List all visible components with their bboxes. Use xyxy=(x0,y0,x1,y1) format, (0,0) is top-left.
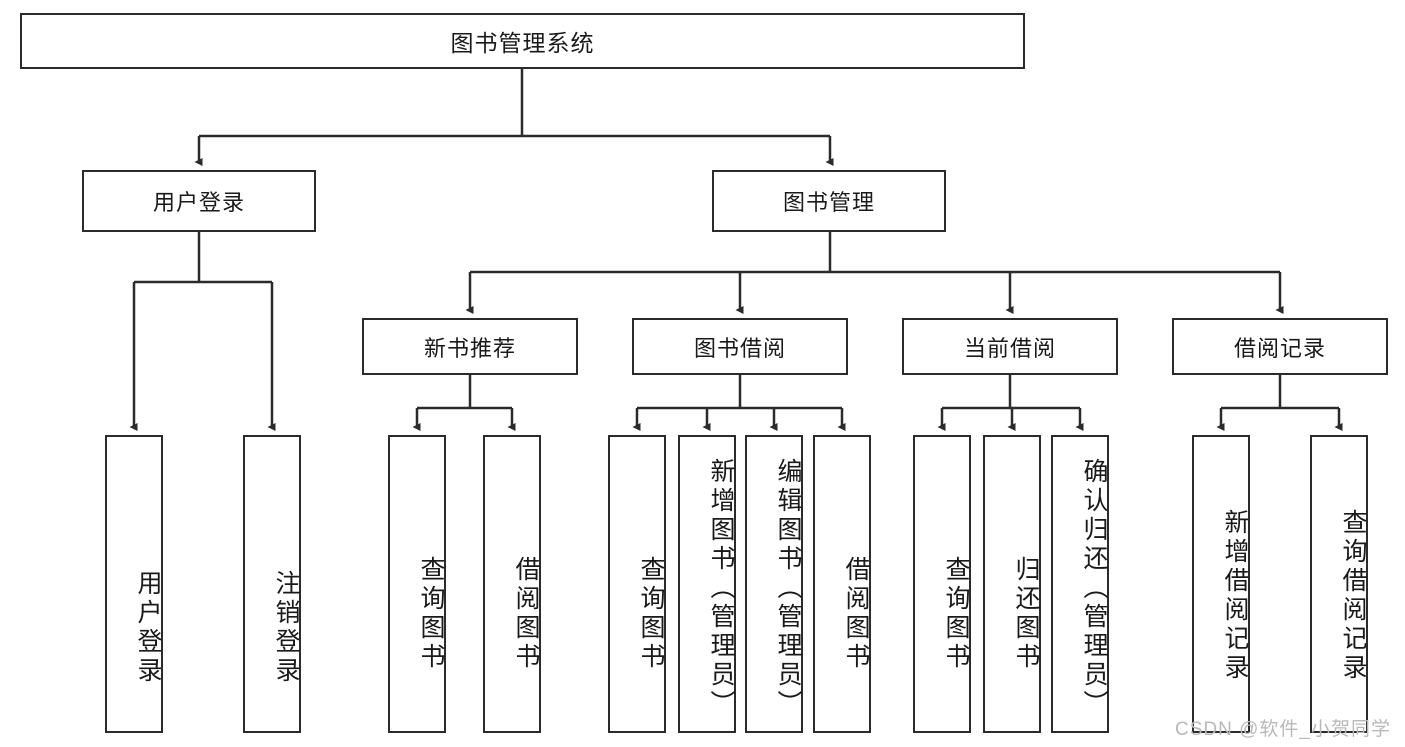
node-new-book-rec-label: 新书推荐 xyxy=(423,335,516,361)
node-root[interactable]: 图书管理系统 xyxy=(20,13,1025,69)
node-book-borrow-label: 图书借阅 xyxy=(693,335,786,361)
node-current-borrow-label: 当前借阅 xyxy=(963,335,1056,361)
node-leaf-query-book-2[interactable]: 查询图书 xyxy=(608,435,666,733)
node-leaf-edit-book-admin[interactable]: 编辑图书（管理员） xyxy=(745,435,803,733)
node-new-book-rec[interactable]: 新书推荐 xyxy=(362,318,578,375)
node-borrow-record-label: 借阅记录 xyxy=(1233,335,1326,361)
node-leaf-query-book-1[interactable]: 查询图书 xyxy=(388,435,446,733)
node-user-login-label: 用户登录 xyxy=(152,190,245,215)
node-leaf-user-logout[interactable]: 注销登录 xyxy=(243,435,301,733)
node-user-login[interactable]: 用户登录 xyxy=(82,170,316,232)
node-leaf-borrow-book-2[interactable]: 借阅图书 xyxy=(813,435,871,733)
node-leaf-add-borrow-record[interactable]: 新增借阅记录 xyxy=(1192,435,1250,733)
watermark: CSDN @软件_小贺同学 xyxy=(1175,719,1391,740)
node-book-manage-label: 图书管理 xyxy=(782,190,875,215)
node-leaf-borrow-book-1[interactable]: 借阅图书 xyxy=(483,435,541,733)
node-root-label: 图书管理系统 xyxy=(450,30,595,56)
node-book-manage[interactable]: 图书管理 xyxy=(712,170,946,232)
node-current-borrow[interactable]: 当前借阅 xyxy=(902,318,1118,375)
node-leaf-user-login[interactable]: 用户登录 xyxy=(105,435,163,733)
node-leaf-add-book-admin[interactable]: 新增图书（管理员） xyxy=(678,435,736,733)
node-leaf-return-book[interactable]: 归还图书 xyxy=(983,435,1041,733)
node-book-borrow[interactable]: 图书借阅 xyxy=(632,318,848,375)
node-borrow-record[interactable]: 借阅记录 xyxy=(1172,318,1388,375)
node-leaf-query-borrow-record[interactable]: 查询借阅记录 xyxy=(1310,435,1368,733)
node-leaf-query-book-3[interactable]: 查询图书 xyxy=(913,435,971,733)
node-leaf-confirm-return-admin[interactable]: 确认归还（管理员） xyxy=(1051,435,1109,733)
